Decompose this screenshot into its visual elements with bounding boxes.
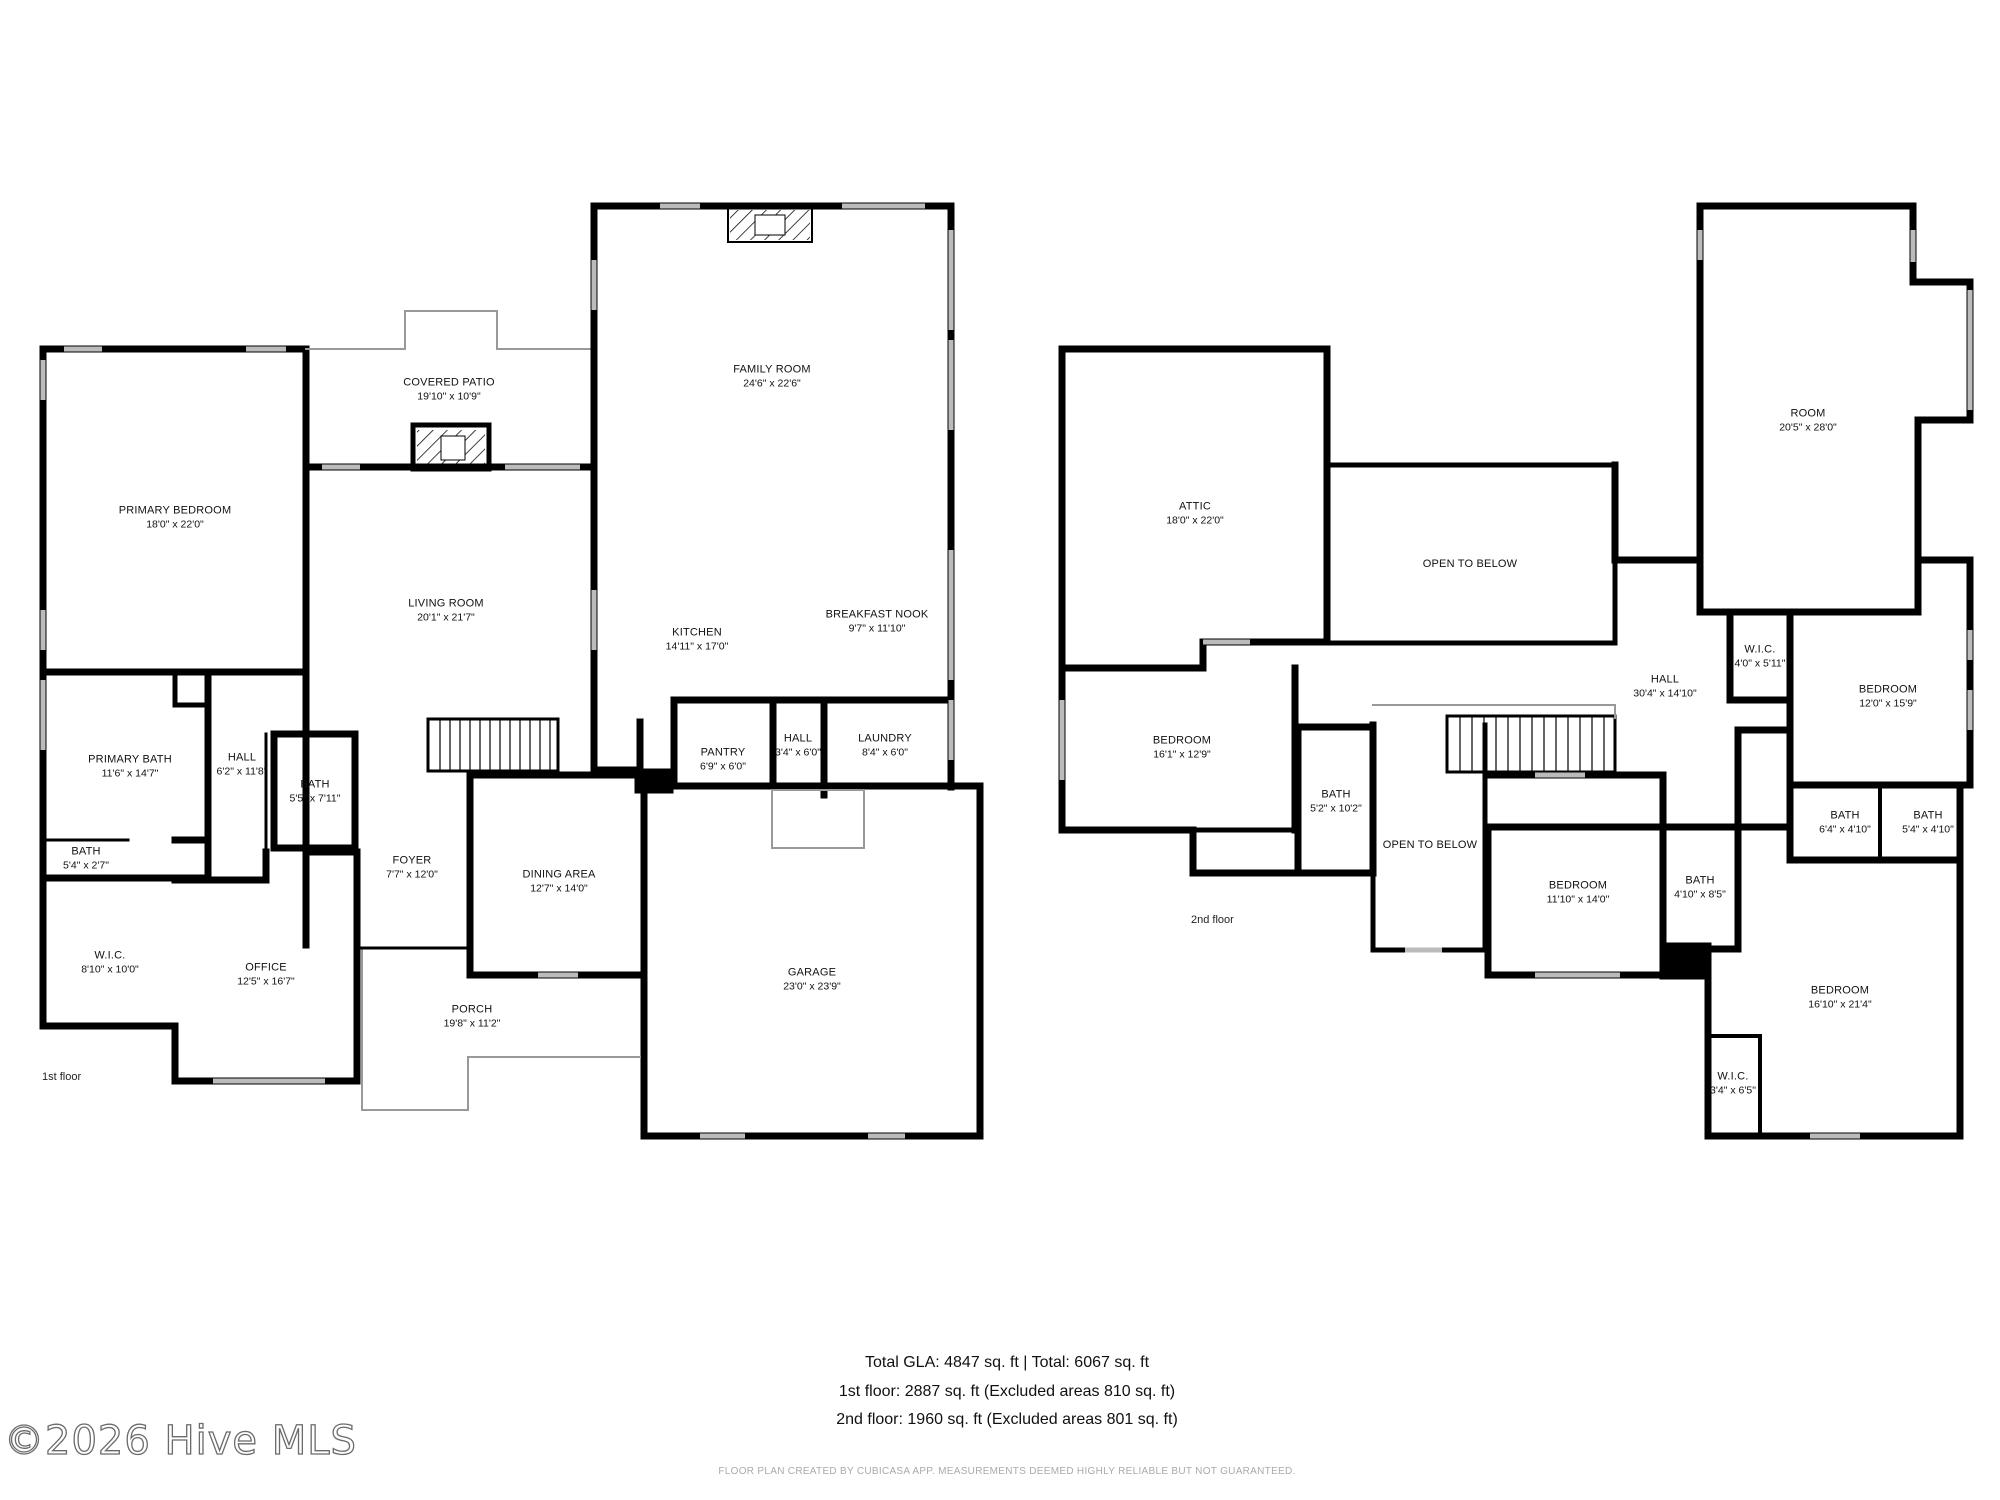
room-label-wic-2: W.I.C.4'0" x 5'11" [1734, 643, 1786, 670]
bedroom-ne-walls [1786, 556, 1974, 789]
total-area-summary: Total GLA: 4847 sq. ft | Total: 6067 sq.… [864, 1354, 1150, 1371]
floor-1-windows [40, 203, 954, 1139]
stairs-1 [426, 717, 560, 773]
room-label-wic-1: W.I.C.8'10" x 10'0" [81, 949, 139, 976]
bedroom-mid-walls [1484, 771, 1667, 979]
room-label-open-below-2: OPEN TO BELOW [1382, 839, 1478, 852]
floor-2-label: 2nd floor [1191, 914, 1234, 926]
covered-patio-walls [305, 310, 595, 350]
copyright-watermark: ©2026 Hive MLS [3, 1417, 357, 1464]
garage-walls [640, 782, 984, 1140]
room-label-wic-3: W.I.C.3'4" x 6'5" [1710, 1070, 1756, 1097]
floor-1-area-summary: 1st floor: 2887 sq. ft (Excluded areas 8… [838, 1383, 1176, 1400]
floor-2-area-summary: 2nd floor: 1960 sq. ft (Excluded areas 8… [836, 1411, 1178, 1428]
disclaimer-text: FLOOR PLAN CREATED BY CUBICASA APP. MEAS… [718, 1466, 1296, 1477]
floor-1-label: 1st floor [42, 1071, 82, 1083]
floor-2-windows [1059, 230, 1973, 1139]
dining-area-walls [466, 771, 648, 979]
porch-walls [361, 947, 641, 1111]
room-walls [1616, 202, 1974, 616]
bedroom-west-walls [1058, 664, 1377, 877]
room-label-open-below-1: OPEN TO BELOW [1422, 558, 1518, 571]
floor-1-walls [39, 202, 984, 1140]
